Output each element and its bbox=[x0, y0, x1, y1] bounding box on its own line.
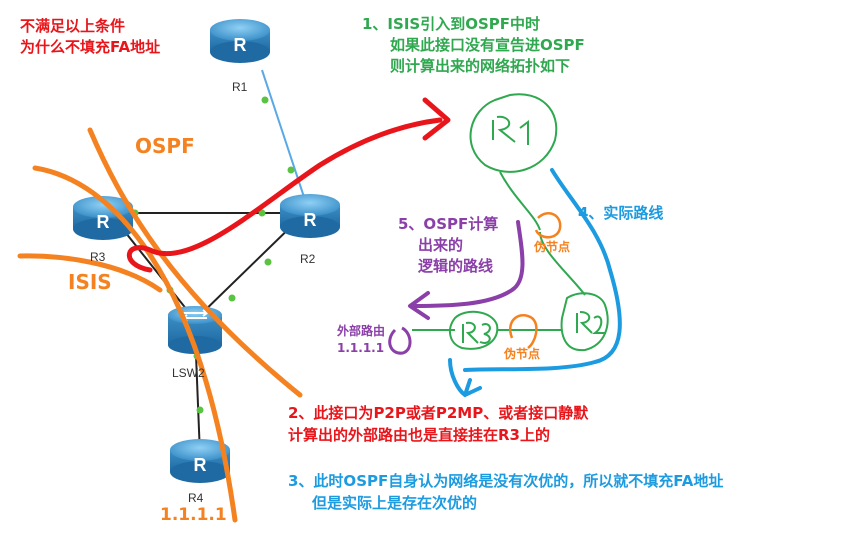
step-5-note: 5、OSPF计算 出来的 逻辑的路线 bbox=[398, 214, 498, 277]
switch-lsw2-label: LSW2 bbox=[172, 366, 205, 380]
sketch-r2-node bbox=[560, 292, 609, 352]
external-route-line-1: 外部路由 bbox=[337, 324, 386, 338]
step-1-line-3: 则计算出来的网络拓扑如下 bbox=[390, 57, 571, 75]
step-3-note: 3、此时OSPF自身认为网络是没有次优的，所以就不填充FA地址 但是实际上是存在… bbox=[288, 470, 723, 514]
step-4-note: 4、实际路线 bbox=[578, 204, 664, 222]
step-2-line-2: 计算出的外部路由也是直接挂在R3上的 bbox=[288, 426, 550, 444]
isis-area-label: ISIS bbox=[68, 270, 112, 294]
isis-boundary-curve-1 bbox=[32, 165, 238, 523]
step-5-line-2: 出来的 bbox=[418, 236, 464, 254]
question-note-line-1: 不满足以上条件 bbox=[20, 17, 126, 35]
question-note-line-2: 为什么不填充FA地址 bbox=[20, 38, 161, 56]
router-r2-label: R2 bbox=[300, 252, 316, 266]
external-route-label: 外部路由 1.1.1.1 bbox=[337, 323, 385, 357]
svg-text:R: R bbox=[97, 212, 110, 232]
step-5-line-3: 逻辑的路线 bbox=[418, 257, 494, 275]
step-1-line-2: 如果此接口没有宣告进OSPF bbox=[390, 36, 585, 54]
actual-route-path bbox=[463, 168, 622, 372]
actual-route-arrowhead bbox=[448, 358, 482, 397]
ospf-logical-path bbox=[410, 220, 525, 308]
sketch-r1-node bbox=[469, 93, 558, 173]
step-3-line-2: 但是实际上是存在次优的 bbox=[312, 494, 478, 512]
pseudo-node-2-mark bbox=[509, 313, 538, 349]
redistribution-arrow bbox=[126, 117, 443, 273]
router-r1-label: R1 bbox=[232, 80, 248, 94]
svg-text:R: R bbox=[194, 455, 207, 475]
svg-text:R: R bbox=[234, 35, 247, 55]
router-r4-icon: R bbox=[170, 439, 230, 483]
sketch-r2-label-strokes bbox=[576, 311, 606, 334]
step-5-line-1: 5、OSPF计算 bbox=[398, 215, 499, 233]
step-1-line-1: 1、ISIS引入到OSPF中时 bbox=[362, 15, 541, 33]
sketch-link-r1-pseudo bbox=[499, 171, 541, 231]
ospf-boundary-arc bbox=[87, 127, 303, 398]
svg-text:R: R bbox=[304, 210, 317, 230]
external-route-mark bbox=[388, 326, 412, 355]
sketch-link-pseudo-r2 bbox=[539, 231, 586, 296]
sketch-r3-node bbox=[449, 310, 499, 350]
question-note: 不满足以上条件 为什么不填充FA地址 bbox=[20, 16, 160, 58]
step-3-line-1: 3、此时OSPF自身认为网络是没有次优的，所以就不填充FA地址 bbox=[288, 472, 724, 490]
router-r4-label: R4 bbox=[188, 491, 204, 505]
step-2-note: 2、此接口为P2P或者P2MP、或者接口静默 计算出的外部路由也是直接挂在R3上… bbox=[288, 402, 588, 446]
router-r3-label: R3 bbox=[90, 250, 106, 264]
redistribution-arrowhead bbox=[422, 97, 451, 141]
pseudo-node-2-label: 伪节点 bbox=[504, 347, 541, 361]
step-1-note: 1、ISIS引入到OSPF中时 如果此接口没有宣告进OSPF 则计算出来的网络拓… bbox=[362, 14, 585, 77]
ospf-logical-arrowhead bbox=[408, 291, 430, 320]
router-r3-icon: R bbox=[73, 196, 133, 240]
sketch-r3-label-strokes bbox=[462, 321, 491, 344]
prefix-label: 1.1.1.1 bbox=[160, 505, 227, 525]
pseudo-node-1-mark bbox=[534, 212, 562, 239]
sketch-r1-label-strokes bbox=[492, 115, 529, 145]
router-r1-icon: R bbox=[210, 19, 270, 63]
router-r2-icon: R bbox=[280, 194, 340, 238]
isis-boundary-curve-2 bbox=[17, 253, 163, 293]
ospf-area-label: OSPF bbox=[135, 134, 195, 158]
step-2-line-1: 2、此接口为P2P或者P2MP、或者接口静默 bbox=[288, 404, 589, 422]
pseudo-node-1-label: 伪节点 bbox=[534, 240, 571, 254]
external-route-line-2: 1.1.1.1 bbox=[337, 341, 385, 355]
